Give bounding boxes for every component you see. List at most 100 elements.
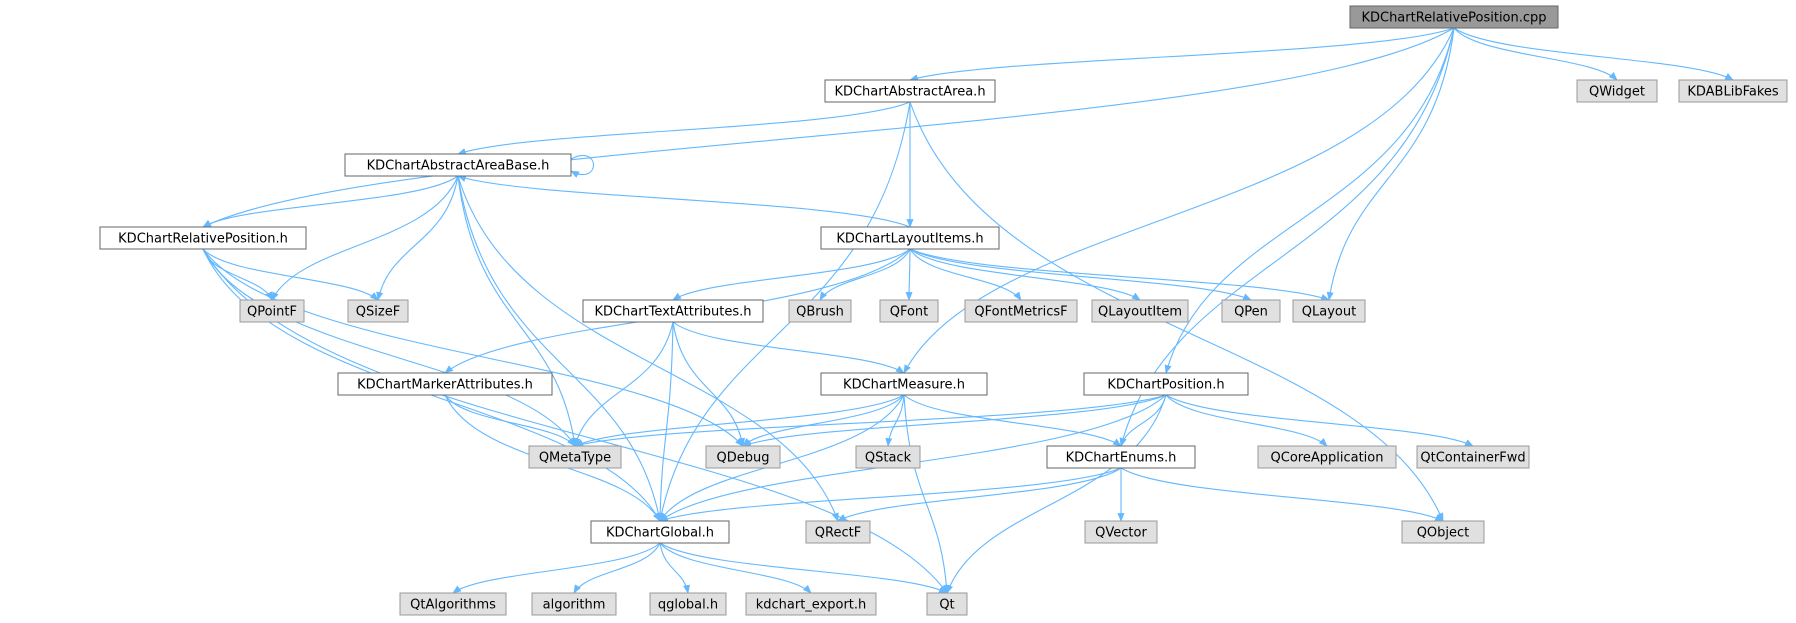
edge-position-to-qdebug — [742, 394, 1167, 447]
node-label-qlayoutitem: QLayoutItem — [1098, 305, 1182, 320]
node-label-qfontmetricsf: QFontMetricsF — [974, 305, 1067, 320]
node-label-relpos: KDChartRelativePosition.h — [118, 232, 288, 247]
edge-relpos-to-qsizef — [202, 248, 379, 301]
node-box-layoutitems — [820, 226, 1000, 250]
edge-layoutitems-to-qlayout — [909, 248, 1330, 301]
edge-textattr-to-global — [656, 321, 674, 522]
node-kdablibfakes[interactable]: KDABLibFakes — [1678, 79, 1788, 103]
node-qlayoutitem[interactable]: QLayoutItem — [1091, 299, 1189, 323]
node-box-qbrush — [788, 299, 852, 323]
node-label-qcoreapp: QCoreApplication — [1271, 451, 1384, 466]
edge-layoutitems-to-qfontmetricsf — [909, 248, 1022, 301]
node-box-markerattr — [337, 372, 553, 396]
edge-rootcpp-to-relpos — [202, 27, 1455, 228]
edge-rootcpp-to-position — [1164, 27, 1455, 374]
node-label-qvector: QVector — [1095, 526, 1147, 541]
node-qt[interactable]: Qt — [926, 592, 968, 616]
edge-markerattr-to-qmetatype — [444, 394, 576, 447]
node-box-qrectf — [805, 520, 871, 544]
node-label-rootcpp: KDChartRelativePosition.cpp — [1361, 11, 1546, 26]
edge-position-to-qmetatype — [574, 394, 1167, 448]
node-rootcpp[interactable]: KDChartRelativePosition.cpp — [1349, 5, 1559, 29]
edge-rootcpp-to-abstractarea — [909, 27, 1455, 82]
node-label-layoutitems: KDChartLayoutItems.h — [836, 232, 983, 247]
edge-abstractareabase-to-global — [457, 175, 662, 522]
node-box-qwidget — [1576, 79, 1658, 103]
node-qfontmetricsf[interactable]: QFontMetricsF — [964, 299, 1078, 323]
node-qstack[interactable]: QStack — [855, 445, 921, 469]
node-textattr[interactable]: KDChartTextAttributes.h — [582, 299, 764, 323]
node-label-qpen: QPen — [1234, 305, 1268, 320]
node-qpointf[interactable]: QPointF — [239, 299, 305, 323]
node-label-position: KDChartPosition.h — [1107, 378, 1224, 393]
node-relpos[interactable]: KDChartRelativePosition.h — [99, 226, 307, 250]
edge-enums-to-qrectf — [837, 467, 1122, 522]
edge-layoutitems-to-qfont — [905, 248, 913, 301]
node-kdchartexport[interactable]: kdchart_export.h — [745, 592, 877, 616]
node-enums[interactable]: KDChartEnums.h — [1046, 445, 1196, 469]
node-label-kdablibfakes: KDABLibFakes — [1687, 85, 1779, 100]
node-position[interactable]: KDChartPosition.h — [1083, 372, 1249, 396]
node-box-qt — [926, 592, 968, 616]
edge-abstractarea-to-abstractareabase — [457, 101, 911, 155]
node-label-qdebug: QDebug — [717, 451, 770, 466]
edge-abstractareabase-to-qmetatype — [457, 175, 578, 447]
node-label-qt: Qt — [939, 598, 954, 613]
node-qcoreapp[interactable]: QCoreApplication — [1257, 445, 1397, 469]
node-label-qpointf: QPointF — [247, 305, 297, 320]
node-qbrush[interactable]: QBrush — [788, 299, 852, 323]
node-global[interactable]: KDChartGlobal.h — [590, 520, 730, 544]
node-qsizef[interactable]: QSizeF — [347, 299, 409, 323]
node-qobject[interactable]: QObject — [1401, 520, 1485, 544]
edge-measure-to-enums — [903, 394, 1122, 447]
node-abstractarea[interactable]: KDChartAbstractArea.h — [824, 79, 996, 103]
node-label-kdchartexport: kdchart_export.h — [756, 598, 867, 613]
node-label-global: KDChartGlobal.h — [606, 526, 714, 541]
edge-abstractareabase-to-qrectf — [457, 175, 839, 522]
node-label-abstractareabase: KDChartAbstractAreaBase.h — [367, 159, 550, 174]
edge-measure-to-qstack — [885, 394, 905, 447]
node-label-qbrush: QBrush — [796, 305, 844, 320]
node-label-abstractarea: KDChartAbstractArea.h — [834, 85, 985, 100]
node-label-textattr: KDChartTextAttributes.h — [594, 305, 751, 320]
node-box-qfontmetricsf — [964, 299, 1078, 323]
node-qfont[interactable]: QFont — [879, 299, 939, 323]
node-measure[interactable]: KDChartMeasure.h — [820, 372, 988, 396]
node-box-qstack — [855, 445, 921, 469]
edge-abstractareabase-to-qsizef — [376, 175, 459, 301]
node-abstractareabase[interactable]: KDChartAbstractAreaBase.h — [344, 153, 572, 177]
node-qwidget[interactable]: QWidget — [1576, 79, 1658, 103]
edge-rootcpp-to-measure — [903, 27, 1455, 374]
edge-enums-to-global — [659, 467, 1122, 522]
node-qpen[interactable]: QPen — [1221, 299, 1281, 323]
edge-global-to-kdchartexport — [659, 542, 812, 594]
edge-abstractareabase-to-relpos — [202, 175, 459, 228]
node-qmetatype[interactable]: QMetaType — [528, 445, 622, 469]
node-qtalgorithms[interactable]: QtAlgorithms — [399, 592, 507, 616]
edge-position-to-qcoreapp — [1165, 394, 1328, 447]
edge-measure-to-qdebug — [742, 394, 905, 447]
node-qtcontainerfwd[interactable]: QtContainerFwd — [1416, 445, 1530, 469]
node-label-qwidget: QWidget — [1589, 85, 1645, 100]
node-label-qsizef: QSizeF — [356, 305, 400, 320]
node-box-qtcontainerfwd — [1416, 445, 1530, 469]
node-qvector[interactable]: QVector — [1084, 520, 1158, 544]
edge-relpos-to-qmetatype — [202, 248, 576, 447]
node-box-qglobal — [649, 592, 727, 616]
node-layoutitems[interactable]: KDChartLayoutItems.h — [820, 226, 1000, 250]
node-markerattr[interactable]: KDChartMarkerAttributes.h — [337, 372, 553, 396]
nodes-layer: KDChartRelativePosition.cppKDChartAbstra… — [99, 5, 1788, 616]
edge-global-to-qt — [659, 542, 948, 594]
node-qrectf[interactable]: QRectF — [805, 520, 871, 544]
node-algorithm[interactable]: algorithm — [531, 592, 617, 616]
edge-layoutitems-to-abstractareabase — [457, 175, 911, 228]
node-box-qcoreapp — [1257, 445, 1397, 469]
node-box-textattr — [582, 299, 764, 323]
node-box-qmetatype — [528, 445, 622, 469]
node-qdebug[interactable]: QDebug — [705, 445, 781, 469]
node-box-qobject — [1401, 520, 1485, 544]
node-qglobal[interactable]: qglobal.h — [649, 592, 727, 616]
node-qlayout[interactable]: QLayout — [1292, 299, 1366, 323]
edge-layoutitems-to-qbrush — [819, 248, 911, 301]
node-box-enums — [1046, 445, 1196, 469]
